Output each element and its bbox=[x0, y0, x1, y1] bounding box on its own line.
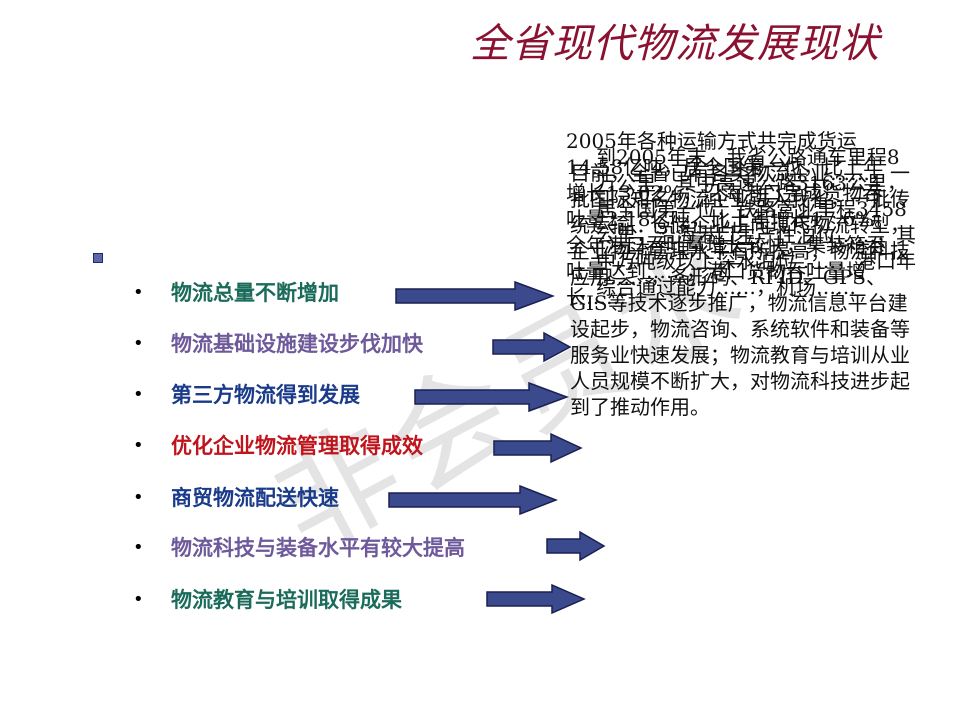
bullet-icon: • bbox=[133, 486, 144, 508]
arrow-right-icon[interactable] bbox=[414, 381, 569, 413]
slide-title: 全省现代物流发展现状 bbox=[470, 21, 880, 67]
arrow-right-icon[interactable] bbox=[486, 583, 586, 615]
list-item[interactable]: • 优化企业物流管理取得成效 bbox=[133, 428, 423, 462]
arrow-right-icon[interactable] bbox=[492, 331, 572, 363]
list-item[interactable]: • 物流教育与培训取得成果 bbox=[133, 582, 402, 616]
list-item[interactable]: • 第三方物流得到发展 bbox=[133, 377, 360, 411]
body-text-layer-2: 到2005年末，我省公路通车里程8万公里，其中高速公路3163公里，居全国第一位… bbox=[596, 145, 916, 299]
bullet-icon: • bbox=[133, 588, 144, 610]
arrow-right-icon[interactable] bbox=[388, 484, 558, 516]
item-label: 商贸物流配送快速 bbox=[171, 486, 339, 510]
bullet-icon: • bbox=[133, 536, 144, 558]
body-text-layer-1: 2005年各种运输方式共完成货运14.58亿吨，居全国第一位，比上年增长13.0… bbox=[566, 129, 895, 309]
bullet-icon: • bbox=[133, 332, 144, 354]
body-text-layer-3: 目前，全省已有各类物流企业……，一批国际知名物流企业进入我省，一批传统运输、仓储… bbox=[570, 161, 910, 419]
bullet-icon: • bbox=[133, 383, 144, 405]
item-label: 物流总量不断增加 bbox=[171, 281, 339, 305]
item-label: 物流教育与培训取得成果 bbox=[171, 588, 402, 612]
item-label: 物流基础设施建设步伐加快 bbox=[171, 332, 423, 356]
list-item[interactable]: • 物流总量不断增加 bbox=[133, 275, 339, 309]
arrow-right-icon[interactable] bbox=[546, 530, 606, 562]
item-label: 第三方物流得到发展 bbox=[171, 383, 360, 407]
arrow-right-icon[interactable] bbox=[493, 432, 583, 464]
item-label: 物流科技与装备水平有较大提高 bbox=[171, 536, 465, 560]
bullet-icon: • bbox=[133, 434, 144, 456]
arrow-right-icon[interactable] bbox=[395, 280, 555, 312]
list-item[interactable]: • 物流基础设施建设步伐加快 bbox=[133, 326, 423, 360]
item-label: 优化企业物流管理取得成效 bbox=[171, 434, 423, 458]
list-item[interactable]: • 物流科技与装备水平有较大提高 bbox=[133, 530, 465, 564]
list-item[interactable]: • 商贸物流配送快速 bbox=[133, 480, 339, 514]
bullet-icon: • bbox=[133, 281, 144, 303]
square-bullet-icon bbox=[93, 253, 103, 263]
